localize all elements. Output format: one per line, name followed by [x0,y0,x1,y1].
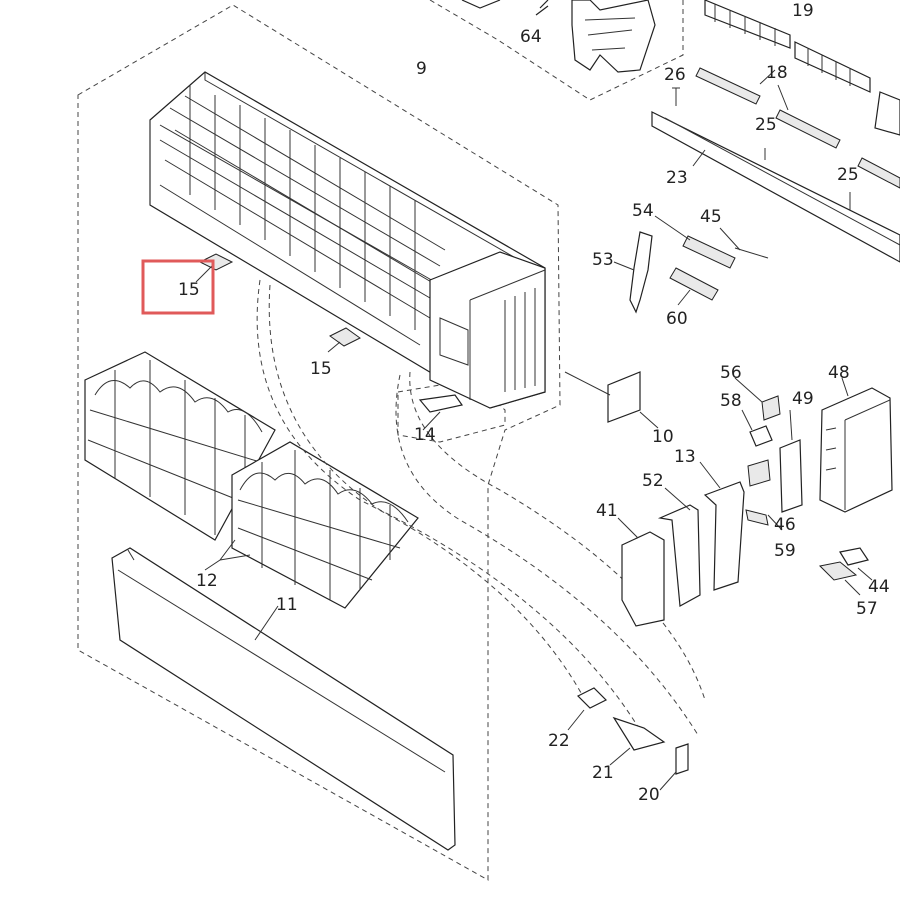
callout-56: 56 [720,363,742,383]
part-57-holder [818,561,858,581]
callout-54: 54 [632,201,654,221]
part-18-bracket-b [775,109,841,149]
callout-53: 53 [592,250,614,270]
callout-44: 44 [868,577,890,597]
callout-22: 22 [548,731,570,751]
callout-46: 46 [774,515,796,535]
callout-15-b: 15 [310,359,332,379]
part-23-rail [651,111,900,263]
part-21-tag [612,716,666,751]
part-10-label [607,371,641,423]
part-48-control-box [819,387,893,513]
highlight-box [141,259,215,315]
callout-15-highlighted: 15 [178,280,200,300]
part-11-front-panel [111,547,456,851]
hose-curve-d [409,371,706,701]
top-parts-dashed-boundary [429,0,684,101]
callout-13: 13 [674,447,696,467]
part-56-terminal [761,395,781,421]
callout-21: 21 [592,763,614,783]
callout-64: 64 [520,27,542,47]
callout-41: 41 [596,501,618,521]
hose-curve-c [395,374,699,736]
hose-curve-a [256,279,586,701]
part-26-screw [672,87,680,106]
hose-curve-b [268,284,641,731]
callout-25-b: 25 [837,165,859,185]
callout-14: 14 [414,425,436,445]
callout-49: 49 [792,389,814,409]
callout-58: 58 [720,391,742,411]
callout-25-a: 25 [755,115,777,135]
callout-19: 19 [792,1,814,21]
callout-12: 12 [196,571,218,591]
part-64-fragment [461,0,656,73]
part-18-bracket [695,67,761,105]
callout-60: 60 [666,309,688,329]
callout-26: 26 [664,65,686,85]
callout-23: 23 [666,168,688,188]
indoor-unit-dashed-boundary [77,4,561,881]
part-60-motor [669,267,719,301]
part-15-tag-bottom [329,327,361,347]
part-41-case [621,531,665,627]
part-22-tag [576,687,608,709]
part-52-cover [657,504,701,607]
callout-59: 59 [774,541,796,561]
callout-9: 9 [416,59,427,79]
part-54-motor [682,235,736,269]
callout-20: 20 [638,785,660,805]
callout-48: 48 [828,363,850,383]
part-53-arm [629,231,653,314]
part-18-bracket-c [857,157,900,189]
part-59-connector [745,509,769,526]
part-20-tag [675,743,689,775]
part-14-drain [418,394,464,413]
part-49-bracket [779,439,803,513]
part-46-block [747,459,771,487]
callout-18: 18 [766,63,788,83]
part-9-indoor-unit-body [149,71,546,409]
part-44-remote [839,547,869,566]
callout-57: 57 [856,599,878,619]
part-45-sensor [734,247,769,259]
part-13-cover [703,481,745,591]
part-58-clip [749,425,773,447]
callout-10: 10 [652,427,674,447]
part-12-air-filters [84,351,419,609]
callout-45: 45 [700,207,722,227]
callout-11: 11 [276,595,298,615]
part-19-terminals [704,0,900,136]
callout-52: 52 [642,471,664,491]
